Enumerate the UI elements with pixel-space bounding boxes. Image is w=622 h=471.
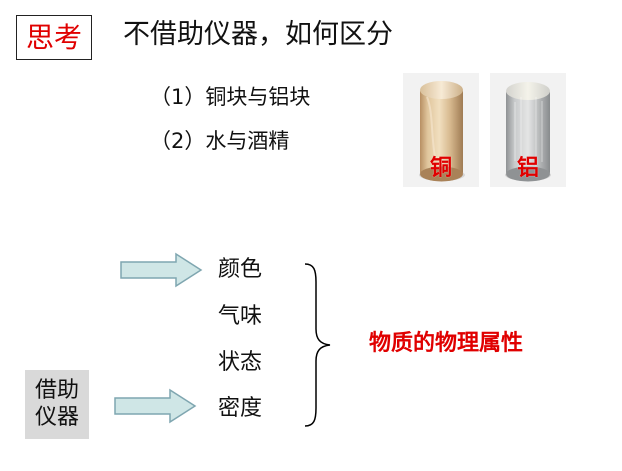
aluminum-sample-photo: 铝	[490, 73, 566, 187]
brace-icon	[300, 262, 340, 428]
think-label: 思考	[25, 20, 82, 54]
main-question: 不借助仪器，如何区分	[123, 19, 393, 50]
instrument-box: 借助 仪器	[25, 370, 89, 439]
think-badge: 思考	[16, 15, 92, 60]
property-smell: 气味	[218, 304, 263, 329]
question-item-copper-aluminum: （1）铜块与铝块	[150, 85, 311, 109]
aluminum-label: 铝	[516, 156, 539, 181]
property-density: 密度	[218, 396, 263, 421]
instrument-line-1: 借助	[34, 377, 79, 403]
copper-label: 铜	[429, 156, 452, 181]
question-item-water-alcohol: （2）水与酒精	[150, 129, 290, 153]
instrument-line-2: 仪器	[34, 404, 79, 430]
property-state: 状态	[218, 350, 263, 375]
copper-sample-photo: 铜	[403, 73, 479, 187]
physical-properties-label: 物质的物理属性	[369, 331, 524, 356]
right-arrow-icon	[114, 388, 197, 424]
right-arrow-icon	[120, 252, 203, 288]
property-color: 颜色	[218, 257, 263, 282]
